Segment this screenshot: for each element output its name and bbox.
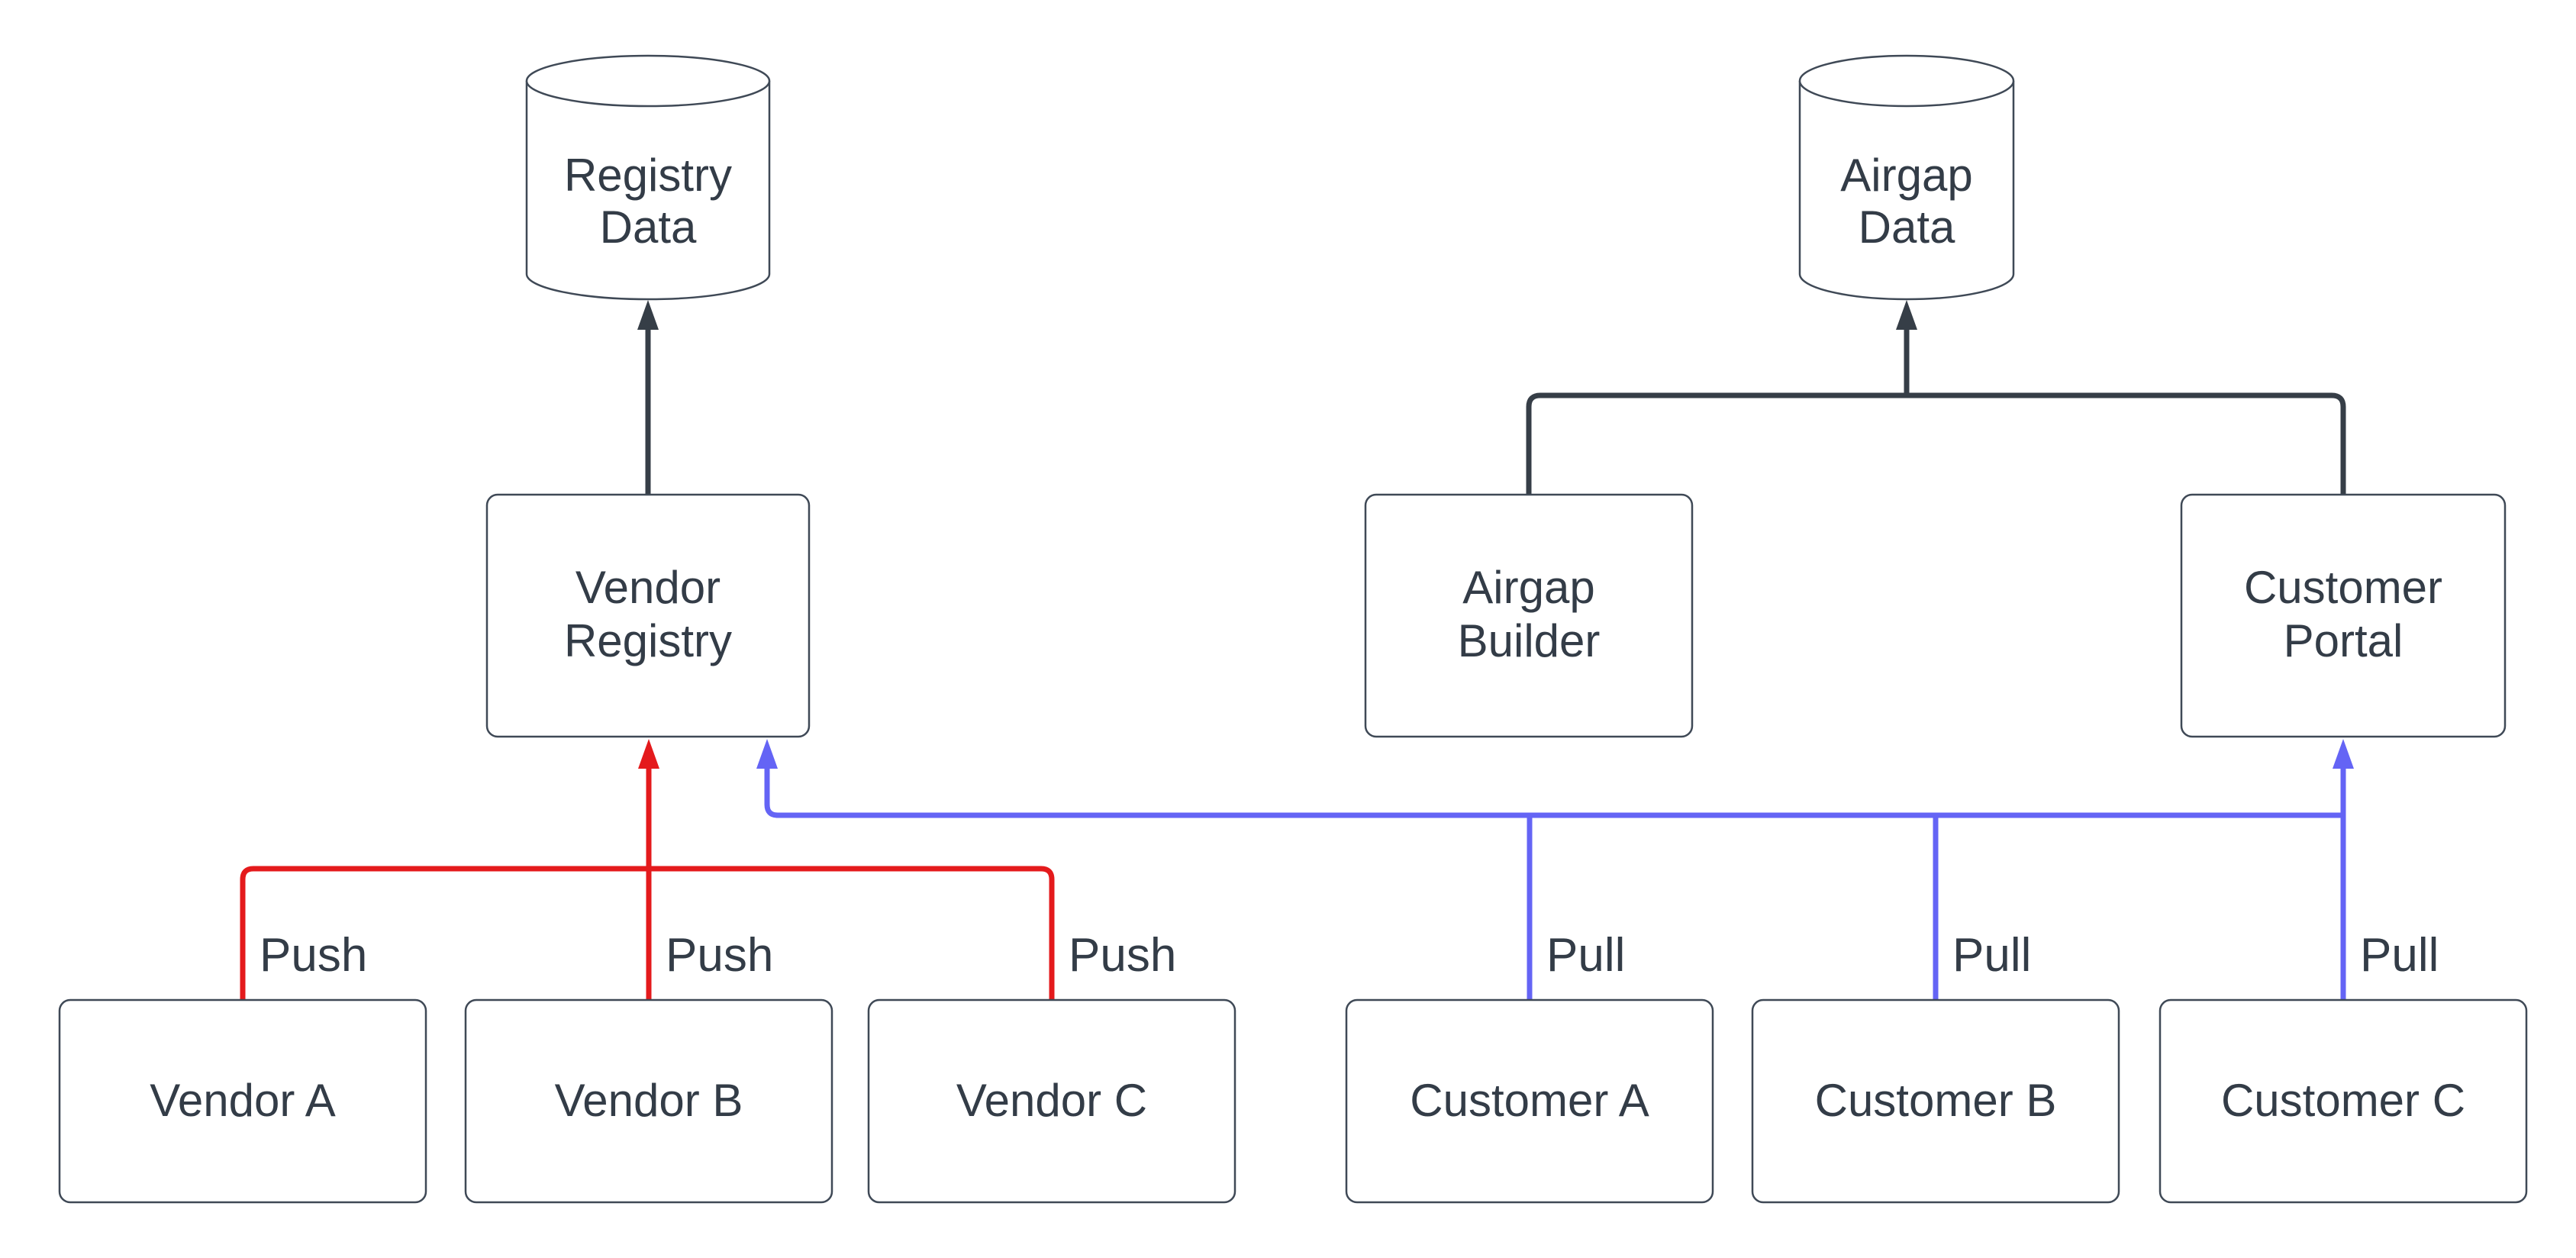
push-label-vendor-c: Push xyxy=(1069,929,1176,982)
node-label: Customer xyxy=(2244,562,2442,613)
box xyxy=(1751,998,2120,1204)
node-customer-b: Customer B xyxy=(1751,998,2120,1204)
cylinder-top xyxy=(1798,54,2015,108)
arrowhead-into-registry-data xyxy=(637,300,659,330)
cylinder-body xyxy=(525,81,771,301)
arrowhead-pull-into-customer-portal xyxy=(2333,739,2354,769)
node-label: Vendor A xyxy=(150,1075,336,1126)
node-label: Vendor C xyxy=(956,1075,1147,1126)
node-vendor-a: Vendor A xyxy=(58,998,427,1204)
node-label: Vendor xyxy=(575,562,721,613)
arrowhead-push-into-vendor-registry xyxy=(638,739,659,769)
node-customer-c: Customer C xyxy=(2158,998,2528,1204)
edge-vendor-registry-to-registry-data xyxy=(637,300,659,495)
node-customer-a: Customer A xyxy=(1345,998,1714,1204)
box xyxy=(1364,493,1694,738)
box xyxy=(1345,998,1714,1204)
node-label: Registry xyxy=(564,615,732,666)
node-registry-data: Registry Data xyxy=(525,54,771,301)
edge-vendors-push-to-vendor-registry xyxy=(240,739,1055,1000)
pull-label-customer-b: Pull xyxy=(1952,929,2031,982)
node-vendor-registry: Vendor Registry xyxy=(485,493,811,738)
push-label-vendor-a: Push xyxy=(260,929,367,982)
cylinder-top xyxy=(525,54,771,108)
node-label: Customer A xyxy=(1410,1075,1649,1126)
node-label: Data xyxy=(1859,202,1955,253)
arrowhead-pull-into-vendor-registry xyxy=(756,739,778,769)
node-label: Vendor B xyxy=(555,1075,743,1126)
node-customer-portal: Customer Portal xyxy=(2180,493,2507,738)
edge-airgap-builder-and-customer-portal-to-airgap-data xyxy=(1526,300,2346,495)
pull-trunk-line xyxy=(764,768,2343,818)
box xyxy=(2180,493,2507,738)
node-label: Customer B xyxy=(1815,1075,2057,1126)
node-label: Airgap xyxy=(1462,562,1594,613)
box xyxy=(485,493,811,738)
box xyxy=(58,998,427,1204)
node-vendor-c: Vendor C xyxy=(867,998,1236,1204)
push-label-vendor-b: Push xyxy=(666,929,773,982)
node-label: Data xyxy=(600,202,697,253)
cylinder-body xyxy=(1798,81,2015,301)
pull-label-customer-a: Pull xyxy=(1546,929,1625,982)
edge-customers-pull xyxy=(756,739,2354,1000)
edge-line xyxy=(1526,392,2346,495)
node-label: Builder xyxy=(1458,615,1601,666)
box xyxy=(867,998,1236,1204)
node-airgap-builder: Airgap Builder xyxy=(1364,493,1694,738)
node-vendor-b: Vendor B xyxy=(464,998,833,1204)
node-label: Portal xyxy=(2284,615,2404,666)
pull-label-customer-c: Pull xyxy=(2360,929,2439,982)
node-label: Registry xyxy=(564,150,732,201)
arrowhead-into-airgap-data xyxy=(1896,300,1917,330)
node-airgap-data: Airgap Data xyxy=(1798,54,2015,301)
node-label: Airgap xyxy=(1840,150,1972,201)
box xyxy=(464,998,833,1204)
node-label: Customer C xyxy=(2221,1075,2465,1126)
box xyxy=(2158,998,2528,1204)
